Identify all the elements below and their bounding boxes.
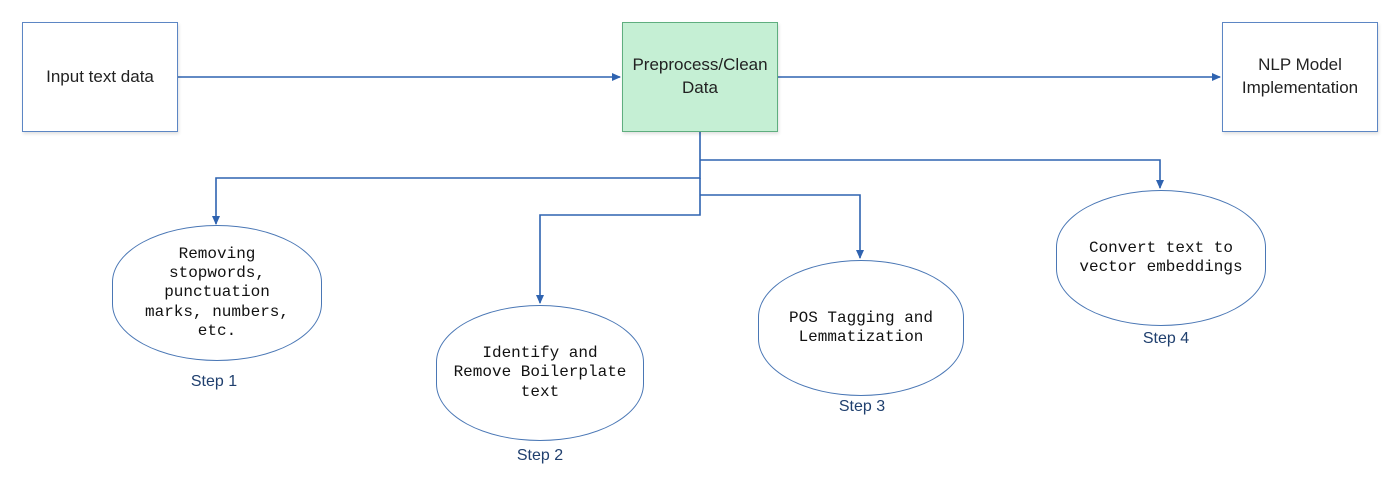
input-text-node: Input text data xyxy=(22,22,178,132)
arrow-to-step1 xyxy=(212,132,701,225)
step2-text: Identify and Remove Boilerplate text xyxy=(453,344,627,401)
step2-node: Identify and Remove Boilerplate text xyxy=(436,305,644,441)
step1-text: Removing stopwords, punctuation marks, n… xyxy=(144,245,290,340)
step1-label: Step 1 xyxy=(190,373,238,390)
step3-node: POS Tagging and Lemmatization xyxy=(758,260,964,396)
arrow-to-step3 xyxy=(700,194,864,259)
input-text-label: Input text data xyxy=(46,66,154,86)
step3-label: Step 3 xyxy=(838,398,886,415)
arrow-to-step2 xyxy=(536,178,701,304)
preprocess-label: Preprocess/Clean Data xyxy=(632,55,768,97)
step4-text: Convert text to vector embeddings xyxy=(1079,238,1243,276)
nlp-model-node: NLP Model Implementation xyxy=(1222,22,1378,132)
nlp-model-label: NLP Model Implementation xyxy=(1241,55,1359,97)
step4-label: Step 4 xyxy=(1142,330,1190,347)
step1-node: Removing stopwords, punctuation marks, n… xyxy=(112,225,322,361)
preprocess-node: Preprocess/Clean Data xyxy=(622,22,778,132)
step3-text: POS Tagging and Lemmatization xyxy=(788,308,934,346)
arrow-to-step4 xyxy=(700,159,1164,189)
step2-label: Step 2 xyxy=(516,447,564,464)
step4-node: Convert text to vector embeddings xyxy=(1056,190,1266,326)
